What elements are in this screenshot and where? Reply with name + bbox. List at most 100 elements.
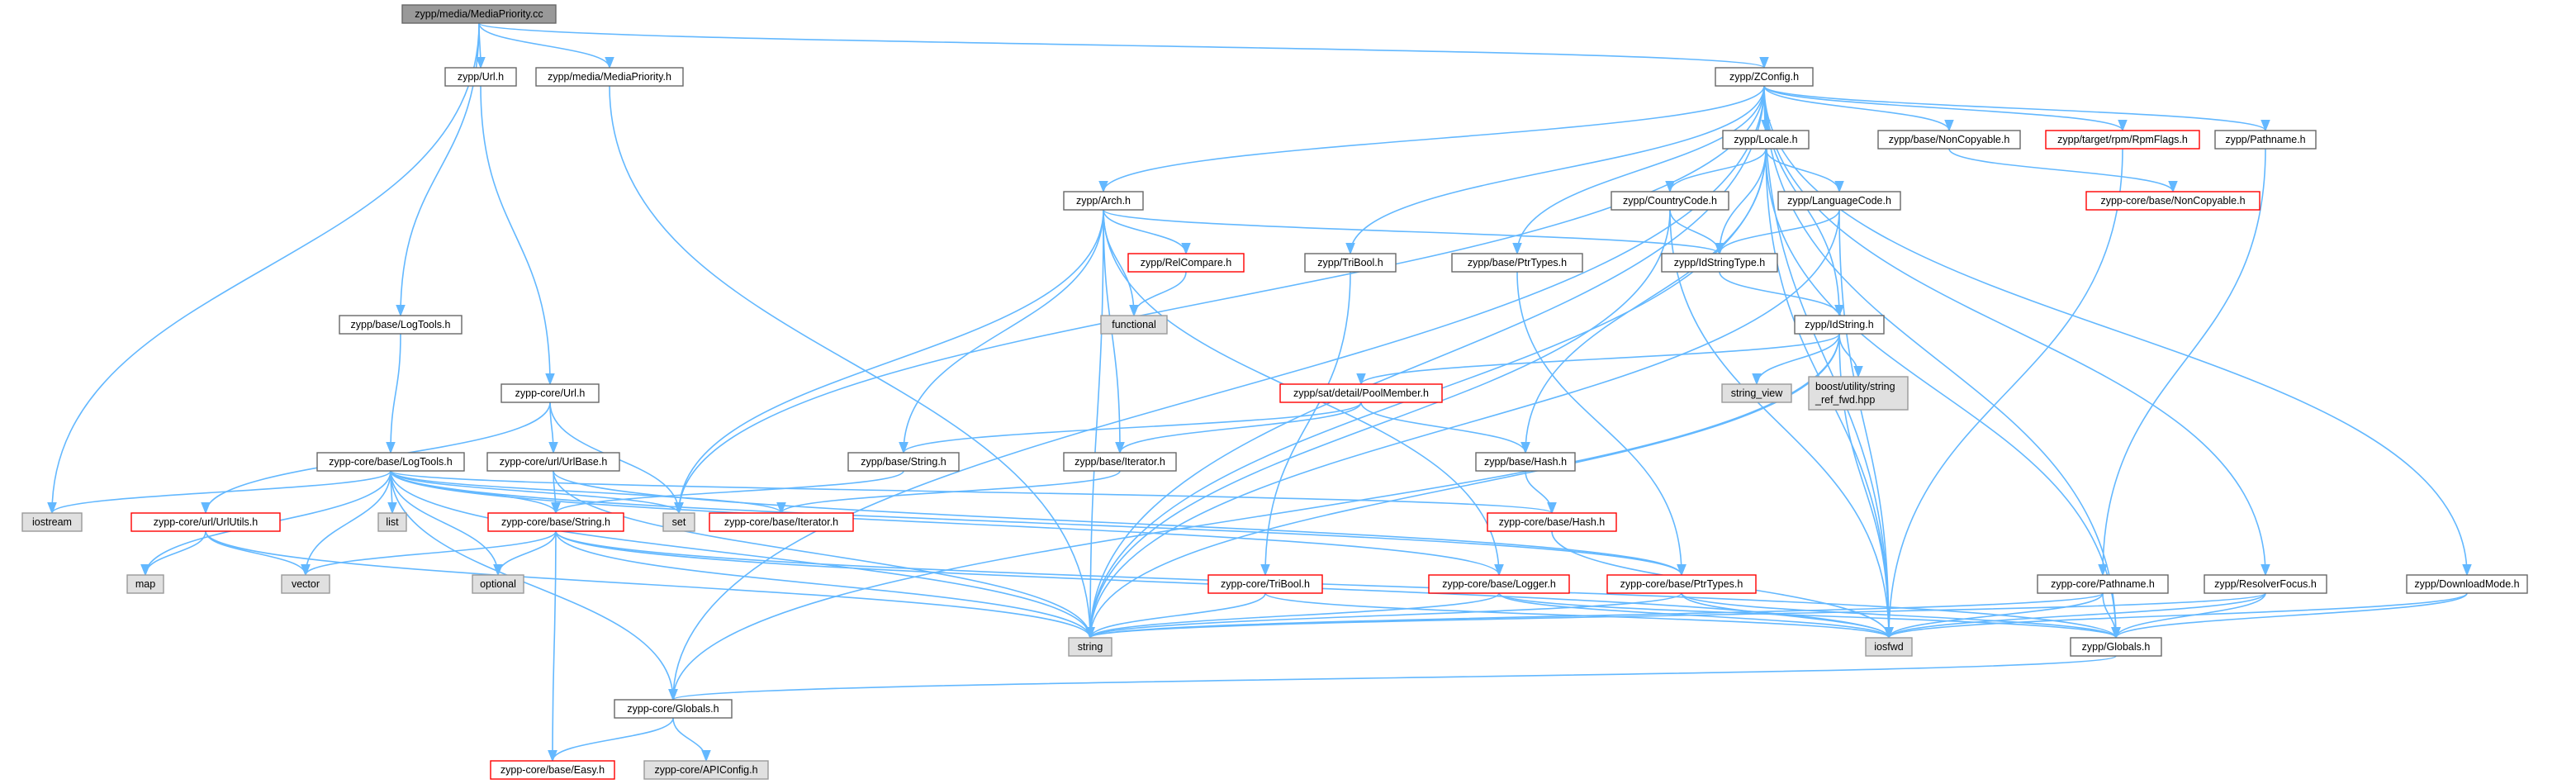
node-label: zypp/Url.h — [458, 71, 504, 83]
edge-countrycode_h-to-string — [1085, 209, 1671, 639]
node-zypp-downloadmode-h[interactable]: zypp/DownloadMode.h — [2406, 574, 2528, 594]
node-label: zypp/DownloadMode.h — [2414, 578, 2519, 590]
node-zypp-zconfig-h[interactable]: zypp/ZConfig.h — [1715, 67, 1814, 87]
edge-urlbase_h-to-core_ptrtypes_h — [553, 470, 1686, 577]
node-zypp-core-url-urlbase-h[interactable]: zypp-core/url/UrlBase.h — [486, 452, 620, 472]
edge-locale_h-to-countrycode_h — [1665, 148, 1767, 193]
edge-core_ptrtypes_h-to-string — [1085, 592, 1682, 639]
node-box — [1207, 574, 1323, 594]
node-box — [1865, 637, 1913, 657]
node-label: zypp/sat/detail/PoolMember.h — [1293, 387, 1429, 399]
node-box — [1606, 574, 1757, 594]
edge-locale_h-to-base_hash_h — [1520, 148, 1767, 454]
node-zypp-base-logtools-h[interactable]: zypp/base/LogTools.h — [339, 315, 463, 335]
edge-core_pathname_h-to-iosfwd — [1884, 592, 2104, 639]
node-label: iosfwd — [1874, 641, 1903, 653]
node-label: zypp/IdString.h — [1805, 319, 1873, 330]
edge-zconfig_h-to-arch_h — [1098, 85, 1765, 193]
edge-urlbase_h-to-string — [553, 470, 1095, 639]
edge-arch_h-to-relcompare_h — [1103, 209, 1191, 255]
node-zypp-core-pathname-h[interactable]: zypp-core/Pathname.h — [2037, 574, 2169, 594]
node-zypp-pathname-h[interactable]: zypp/Pathname.h — [2214, 130, 2317, 150]
node-label: zypp/TriBool.h — [1317, 257, 1383, 268]
node-label: zypp-core/APIConfig.h — [654, 764, 757, 776]
node-zypp-core-base-hash-h[interactable]: zypp-core/base/Hash.h — [1487, 512, 1617, 532]
node-zypp-idstring-h[interactable]: zypp/IdString.h — [1794, 315, 1885, 335]
edge-core_string_h-to-globals_h — [555, 530, 2121, 639]
edge-languagecode_h-to-string — [1085, 209, 1840, 639]
edge-zconfig_h-to-core_globals_h — [668, 85, 1765, 701]
node-zypp-base-iterator-h[interactable]: zypp/base/Iterator.h — [1063, 452, 1177, 472]
node-map: map — [126, 574, 164, 594]
node-zypp-core-base-ptrtypes-h[interactable]: zypp-core/base/PtrTypes.h — [1606, 574, 1757, 594]
node-zypp-target-rpm-rpmflags-h[interactable]: zypp/target/rpm/RpmFlags.h — [2045, 130, 2200, 150]
node-box — [490, 760, 615, 780]
edge-core_globals_h-to-apiconfig_h — [672, 717, 711, 763]
node-label: iostream — [32, 516, 72, 528]
edge-core_logtools_h-to-iostream — [47, 470, 391, 515]
node-box — [21, 512, 83, 532]
node-zypp-countrycode-h[interactable]: zypp/CountryCode.h — [1611, 191, 1729, 211]
node-box — [281, 574, 330, 594]
edge-zconfig_h-to-pathname_h — [1763, 85, 2270, 132]
edge-locale_h-to-idstringtype_h — [1715, 148, 1767, 255]
edge-arch_h-to-idstringtype_h — [1103, 209, 1724, 255]
node-label: zypp/base/LogTools.h — [351, 319, 451, 330]
node-zypp-url-h[interactable]: zypp/Url.h — [444, 67, 517, 87]
edge-poolmember_h-to-base_hash_h — [1360, 402, 1530, 454]
node-label: functional — [1112, 319, 1156, 330]
edge-urlutils_h-to-string — [205, 530, 1095, 639]
node-label: zypp-core/base/Logger.h — [1442, 578, 1556, 590]
node-zypp-idstringtype-h[interactable]: zypp/IdStringType.h — [1661, 253, 1778, 273]
node-label: zypp/media/MediaPriority.h — [548, 71, 671, 83]
node-zypp-core-base-iterator-h[interactable]: zypp-core/base/Iterator.h — [709, 512, 854, 532]
node-label: zypp/CountryCode.h — [1623, 195, 1717, 207]
node-zypp-locale-h[interactable]: zypp/Locale.h — [1722, 130, 1810, 150]
node-zypp-base-hash-h[interactable]: zypp/base/Hash.h — [1475, 452, 1576, 472]
edge-idstring_h-to-core_globals_h — [668, 333, 1840, 701]
node-box — [2037, 574, 2169, 594]
node-zypp-core-base-string-h[interactable]: zypp-core/base/String.h — [487, 512, 624, 532]
edge-core_string_h-to-string — [555, 530, 1095, 639]
node-zypp-core-base-logger-h[interactable]: zypp-core/base/Logger.h — [1428, 574, 1570, 594]
node-zypp-base-noncopyable-h[interactable]: zypp/base/NonCopyable.h — [1877, 130, 2021, 150]
node-zypp-media-mediapriority-cc[interactable]: zypp/media/MediaPriority.cc — [401, 4, 557, 24]
node-zypp-base-string-h[interactable]: zypp/base/String.h — [847, 452, 960, 472]
node-zypp-core-tribool-h[interactable]: zypp-core/TriBool.h — [1207, 574, 1323, 594]
node-label: zypp-core/base/Iterator.h — [724, 516, 838, 528]
edge-relcompare_h-to-functional — [1129, 271, 1187, 317]
edge-core_logtools_h-to-core_ptrtypes_h — [390, 470, 1686, 577]
node-zypp-resolverfocus-h[interactable]: zypp/ResolverFocus.h — [2204, 574, 2327, 594]
node-zypp-arch-h[interactable]: zypp/Arch.h — [1063, 191, 1144, 211]
edge-root-to-zconfig_h — [478, 22, 1769, 69]
edge-zconfig_h-to-iosfwd — [1763, 85, 1894, 639]
node-zypp-core-base-logtools-h[interactable]: zypp-core/base/LogTools.h — [316, 452, 465, 472]
node-zypp-media-mediapriority-h[interactable]: zypp/media/MediaPriority.h — [535, 67, 684, 87]
node-box — [1808, 376, 1909, 411]
edge-idstring_h-to-boost_fwd — [1838, 333, 1863, 378]
node-zypp-core-base-noncopyable-h[interactable]: zypp-core/base/NonCopyable.h — [2085, 191, 2261, 211]
node-zypp-core-base-easy-h[interactable]: zypp-core/base/Easy.h — [490, 760, 615, 780]
node-zypp-core-globals-h[interactable]: zypp-core/Globals.h — [614, 699, 733, 719]
node-label: zypp/IdStringType.h — [1674, 257, 1766, 268]
node-zypp-core-url-h[interactable]: zypp-core/Url.h — [500, 383, 600, 403]
edge-zconfig_h-to-noncopyable_h — [1763, 85, 1954, 132]
node-label: zypp-core/base/String.h — [501, 516, 610, 528]
edge-downloadmode_h-to-globals_h — [2111, 592, 2468, 639]
edge-noncopyable_h-to-core_noncopyable_h — [1948, 148, 2178, 193]
node-box — [1428, 574, 1570, 594]
node-zypp-globals-h[interactable]: zypp/Globals.h — [2070, 637, 2162, 657]
node-zypp-relcompare-h[interactable]: zypp/RelCompare.h — [1127, 253, 1245, 273]
node-zypp-sat-detail-poolmember-h[interactable]: zypp/sat/detail/PoolMember.h — [1279, 383, 1443, 403]
node-zypp-core-url-urlutils-h[interactable]: zypp-core/url/UrlUtils.h — [130, 512, 281, 532]
node-box — [2070, 637, 2162, 657]
node-label: zypp/ResolverFocus.h — [2214, 578, 2317, 590]
node-zypp-languagecode-h[interactable]: zypp/LanguageCode.h — [1777, 191, 1901, 211]
node-zypp-tribool-h[interactable]: zypp/TriBool.h — [1304, 253, 1397, 273]
edge-arch_h-to-base_string_h — [899, 209, 1104, 454]
node-box — [709, 512, 854, 532]
node-box — [401, 4, 557, 24]
edge-layer — [47, 22, 2472, 763]
node-zypp-base-ptrtypes-h[interactable]: zypp/base/PtrTypes.h — [1451, 253, 1583, 273]
